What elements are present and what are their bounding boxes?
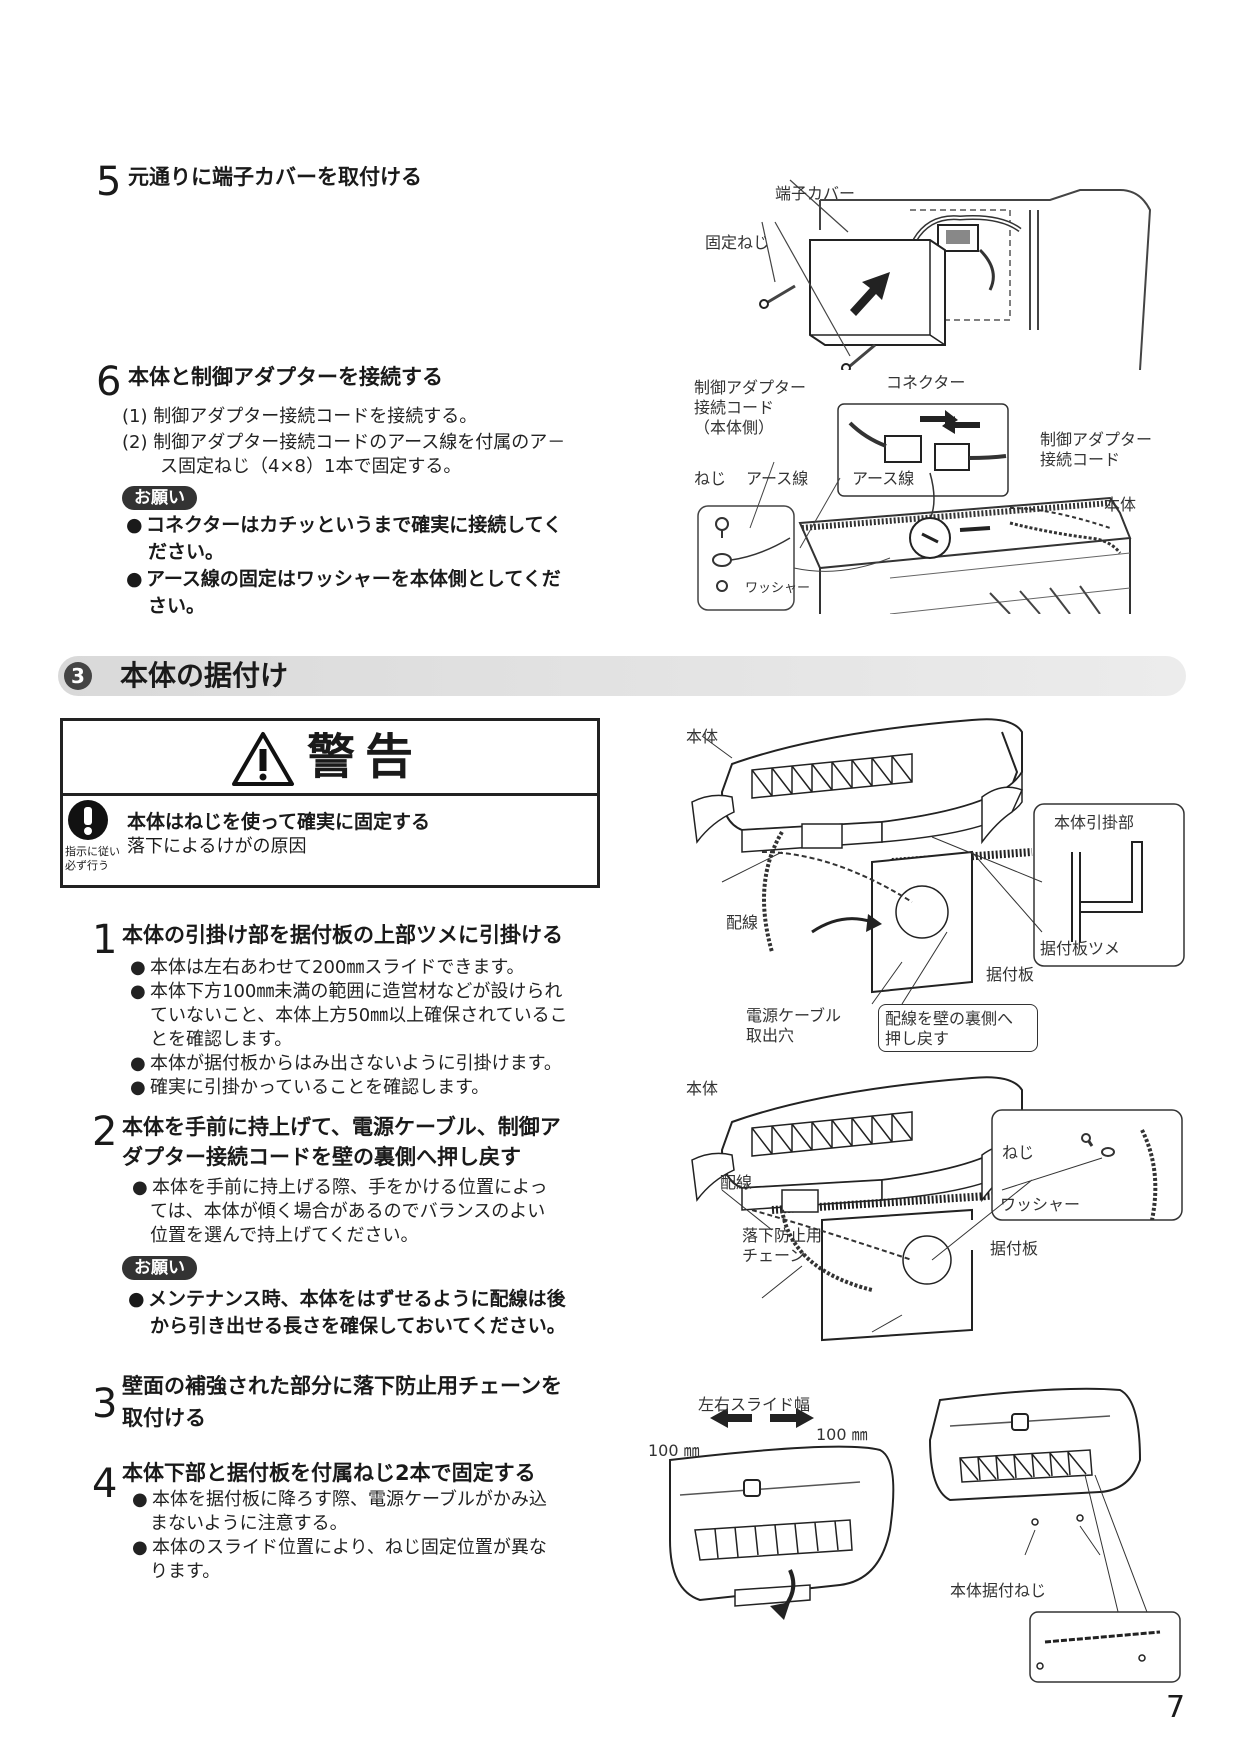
body-label-b: 本体 [686, 1079, 719, 1098]
hanging-figure [691, 718, 1185, 1005]
step6-item-2-cont: ス固定ねじ（4×8）1本で固定する。 [160, 456, 462, 477]
section-header-bar: 3 本体の据付け [58, 656, 1186, 696]
s3-step4-title: 本体下部と据付板を付属ねじ2本で固定する [122, 1461, 536, 1485]
screw-label-6: ねじ [694, 469, 727, 488]
slide-width-label: 左右スライド幅 [698, 1395, 811, 1414]
plate-claw-label: 据付板ツメ [1040, 939, 1121, 958]
wiring-label-b: 配線 [720, 1173, 753, 1192]
chain-figure [691, 1076, 1183, 1342]
warning-line-1: 本体はねじを使って確実に固定する [127, 811, 431, 833]
body-label-6: 本体 [1104, 495, 1137, 514]
warning-line-2: 落下によるけがの原因 [127, 836, 307, 857]
request-badge-2: お願い [122, 1256, 197, 1280]
step6-title: 本体と制御アダプターを接続する [128, 365, 443, 389]
screw-label-b: ねじ [1002, 1143, 1035, 1162]
terminal-cover-figure [759, 179, 1152, 370]
earth-wire-label-1: アース線 [746, 469, 809, 488]
hook-label: 本体引掛部 [1054, 813, 1135, 832]
warning-box: 警告 指示に従い必ず行う 本体はねじを使って確実に固定する 落下によるけがの原因 [60, 718, 600, 888]
warning-triangle-icon [232, 732, 294, 786]
washer-label-b: ワッシャー [1000, 1195, 1081, 1214]
s3-step1-bullets: ●本体は左右あわせて200㎜スライドできます。 ●本体下方100㎜未満の範囲に造… [130, 957, 568, 1098]
slide-right-label: 100 ㎜ [816, 1425, 868, 1444]
s3-step3-title: 壁面の補強された部分に落下防止用チェーンを取付ける [122, 1374, 562, 1430]
s3-step3-number: 3 [92, 1381, 118, 1427]
earth-wire-label-2: アース線 [852, 469, 915, 488]
mandatory-action-icon [68, 800, 108, 840]
chain-label: 落下防止用チェーン [742, 1226, 823, 1265]
slide-fixing-figure [669, 1387, 1181, 1683]
connector-label: コネクター [886, 373, 966, 392]
plate-label-a: 据付板 [986, 965, 1035, 984]
section-number-badge: 3 [64, 662, 92, 690]
s3-step4-number: 4 [92, 1461, 118, 1507]
warning-title: 警告 [306, 729, 423, 785]
cable-hole-label: 電源ケーブル取出穴 [746, 1006, 842, 1045]
fixing-screw-label: 固定ねじ [705, 233, 770, 252]
s3-step1-title: 本体の引掛け部を据付板の上部ツメに引掛ける [122, 923, 563, 947]
s3-step2-number: 2 [92, 1109, 118, 1155]
push-wiring-callout: 配線を壁の裏側へ押し戻す [878, 1004, 1038, 1052]
terminal-cover-label: 端子カバー [775, 184, 856, 203]
plate-label-b: 据付板 [990, 1239, 1039, 1258]
washer-label-6: ワッシャー [745, 581, 811, 596]
s3-step2-note: ●メンテナンス時、本体をはずせるように配線は後 から引き出せる長さを確保しておい… [128, 1288, 566, 1337]
step6-item-1: (1) 制御アダプター接続コードを接続する。 [122, 406, 478, 427]
wiring-label-a: 配線 [726, 913, 759, 932]
cord-body-side-label: 制御アダプター接続コード（本体側） [694, 378, 807, 437]
mandatory-icon-caption: 指示に従い必ず行う [65, 845, 120, 872]
section-title: 本体の据付け [120, 659, 289, 692]
connection-figure [697, 403, 1132, 614]
fixing-screw-label-c: 本体据付ねじ [950, 1581, 1047, 1600]
page-number: 7 [1166, 1690, 1186, 1725]
s3-step1-number: 1 [92, 917, 118, 963]
warning-header: 警告 [63, 721, 597, 796]
s3-step2-title: 本体を手前に持上げて、電源ケーブル、制御アダプター接続コードを壁の裏側へ押し戻す [122, 1115, 561, 1169]
cord-right-label: 制御アダプター接続コード [1040, 430, 1153, 469]
slide-left-label: 100 ㎜ [648, 1441, 700, 1460]
step6-note-2: ●アース線の固定はワッシャーを本体側としてくだ さい。 [126, 568, 561, 617]
step5-title: 元通りに端子カバーを取付ける [128, 165, 422, 189]
step6-note-1: ●コネクターはカチッというまで確実に接続してく ださい。 [126, 514, 563, 563]
step5-number: 5 [96, 159, 122, 205]
body-label-a: 本体 [686, 727, 719, 746]
request-badge: お願い [122, 486, 197, 510]
step6-item-2: (2) 制御アダプター接続コードのアース線を付属のア－ [122, 432, 566, 453]
s3-step4-bullets: ●本体を据付板に降ろす際、電源ケーブルがかみ込 まないように注意する。 ●本体の… [132, 1489, 547, 1582]
s3-step2-bullet: ●本体を手前に持上げる際、手をかける位置によっ ては、本体が傾く場合があるのでバ… [132, 1177, 548, 1246]
step6-number: 6 [96, 359, 122, 405]
